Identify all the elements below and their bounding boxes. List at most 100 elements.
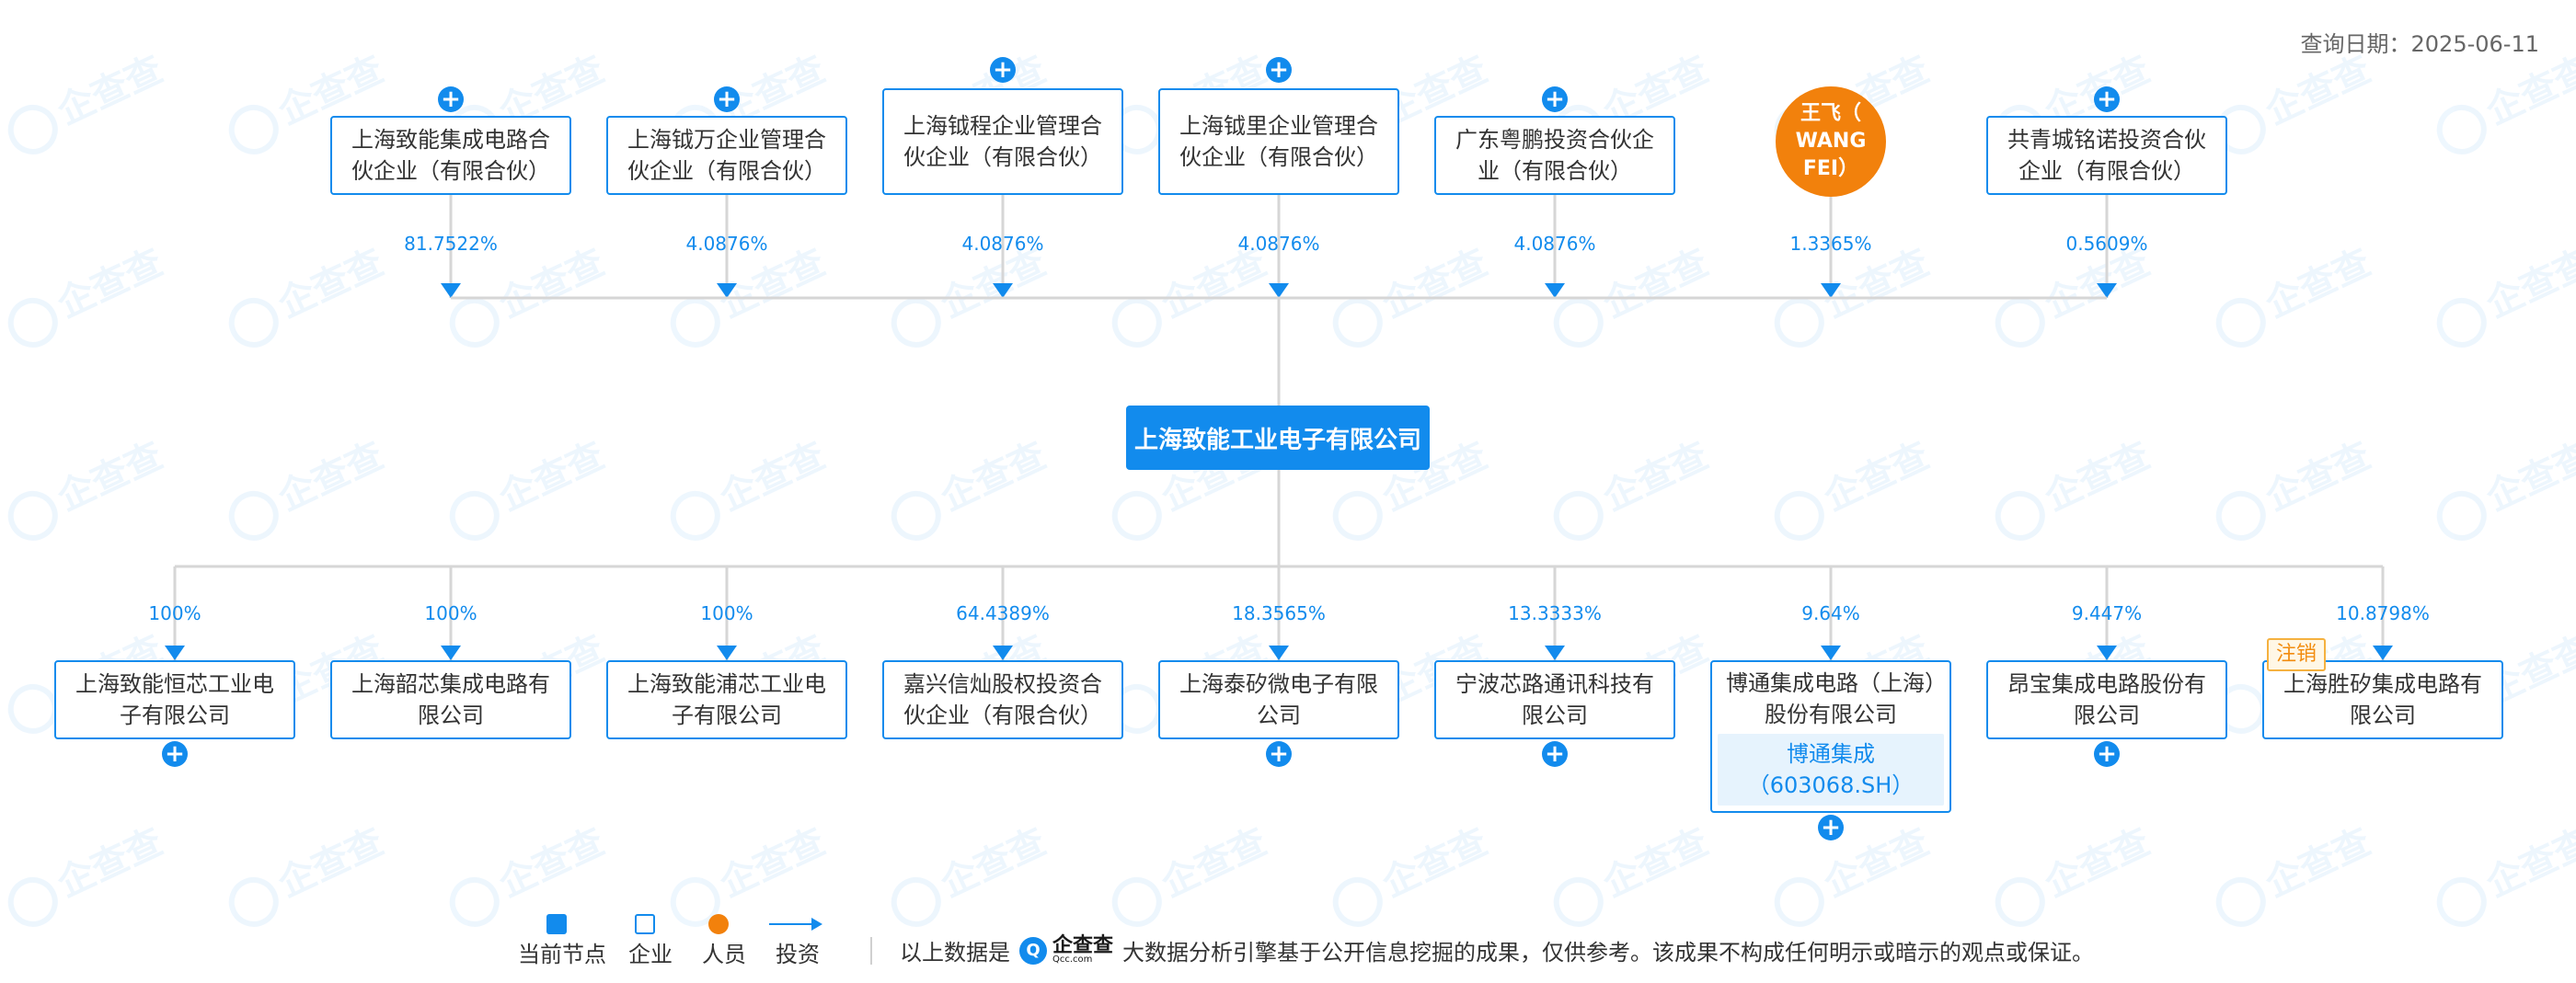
expand-plus-icon[interactable]: +: [2094, 741, 2120, 767]
legend-label: 企业: [628, 942, 673, 967]
investment-node-8[interactable]: 昂宝集成电路股份有限公司: [1986, 660, 2227, 739]
invest-arrow: [993, 646, 1013, 660]
investment-node-1[interactable]: 上海致能恒芯工业电子有限公司: [54, 660, 295, 739]
investment-name: 上海致能浦芯工业电子有限公司: [627, 671, 826, 728]
shareholder-node-7[interactable]: 共青城铭诺投资合伙企业（有限合伙）: [1986, 116, 2227, 195]
invest-arrow: [165, 646, 185, 660]
cancelled-status-tag: 注销: [2267, 638, 2327, 671]
watermark-tile: 企查查: [1553, 820, 1715, 927]
shareholder-name: 上海钺里企业管理合伙企业（有限合伙）: [1179, 113, 1378, 170]
svg-text:企查查: 企查查: [2480, 241, 2576, 326]
watermark-tile: 企查查: [7, 820, 169, 927]
investment-name: 上海致能恒芯工业电子有限公司: [75, 671, 274, 728]
investment-name: 宁波芯路通讯科技有限公司: [1455, 671, 1654, 728]
watermark-tile: 企查查: [2436, 48, 2576, 154]
investment-node-4[interactable]: 嘉兴信灿股权投资合伙企业（有限合伙）: [882, 660, 1123, 739]
expand-plus-icon[interactable]: +: [162, 741, 188, 767]
watermark-tile: 企查查: [1995, 434, 2156, 541]
shareholder-name: 共青城铭诺投资合伙企业（有限合伙）: [2007, 127, 2206, 184]
invest-arrow: [1545, 283, 1565, 298]
svg-text:企查查: 企查查: [52, 434, 169, 519]
investment-node-6[interactable]: 宁波芯路通讯科技有限公司: [1434, 660, 1675, 739]
investment-percent: 100%: [148, 602, 201, 624]
watermark-tile: 企查查: [670, 434, 832, 541]
expand-plus-icon[interactable]: +: [1542, 86, 1568, 112]
investment-node-9[interactable]: 上海胜矽集成电路有限公司: [2262, 660, 2503, 739]
svg-text:企查查: 企查查: [2039, 820, 2156, 905]
expand-plus-icon[interactable]: +: [1542, 741, 1568, 767]
watermark-tile: 企查查: [891, 434, 1052, 541]
investment-node-5[interactable]: 上海泰矽微电子有限公司: [1158, 660, 1399, 739]
shareholding-percent: 1.3365%: [1789, 233, 1872, 255]
investment-name: 昂宝集成电路股份有限公司: [2007, 671, 2206, 728]
qcc-logo-icon: Q: [1019, 936, 1047, 965]
svg-text:企查查: 企查查: [52, 48, 169, 132]
watermark-tile: 企查查: [670, 241, 832, 348]
investment-node-7[interactable]: 博通集成电路（上海）股份有限公司 博通集成 （603068.SH）: [1710, 660, 1951, 813]
current-company-node[interactable]: 上海致能工业电子有限公司: [1126, 406, 1430, 470]
expand-plus-icon[interactable]: +: [990, 57, 1016, 83]
person-name-line: WANG: [1795, 130, 1867, 153]
expand-plus-icon[interactable]: +: [1818, 815, 1844, 840]
company-swatch-icon: [635, 914, 655, 934]
query-date: 查询日期：2025-06-11: [2300, 31, 2539, 57]
svg-text:企查查: 企查查: [2480, 434, 2576, 519]
watermark-tile: 企查查: [7, 241, 169, 348]
investment-percent: 10.8798%: [2336, 602, 2430, 624]
svg-text:企查查: 企查查: [714, 820, 832, 905]
investment-node-2[interactable]: 上海韶芯集成电路有限公司: [330, 660, 571, 739]
watermark-tile: 企查查: [1774, 820, 1936, 927]
shareholder-node-3[interactable]: 上海钺程企业管理合伙企业（有限合伙）: [882, 88, 1123, 195]
investment-percent: 64.4389%: [956, 602, 1050, 624]
watermark-tile: 企查查: [449, 820, 611, 927]
stock-listing-badge[interactable]: 博通集成 （603068.SH）: [1718, 734, 1944, 806]
invest-arrow-icon: [769, 918, 822, 931]
invest-arrow: [1269, 283, 1289, 298]
svg-text:企查查: 企查查: [1818, 434, 1936, 519]
watermark-tile: 企查查: [1774, 434, 1936, 541]
invest-arrow: [1821, 646, 1841, 660]
shareholder-node-4[interactable]: 上海钺里企业管理合伙企业（有限合伙）: [1158, 88, 1399, 195]
svg-text:企查查: 企查查: [272, 434, 390, 519]
shareholder-node-5[interactable]: 广东粤鹏投资合伙企业（有限合伙）: [1434, 116, 1675, 195]
invest-arrow: [1545, 646, 1565, 660]
expand-plus-icon[interactable]: +: [438, 86, 464, 112]
expand-plus-icon[interactable]: +: [1266, 57, 1292, 83]
svg-text:企查查: 企查查: [1376, 820, 1494, 905]
invest-arrow: [2373, 646, 2393, 660]
disclaimer-text: 大数据分析引擎基于公开信息挖掘的成果，仅供参考。该成果不构成任何明示或暗示的观点…: [1122, 940, 2095, 966]
invest-arrow: [441, 283, 461, 298]
watermark-tile: 企查查: [1332, 241, 1494, 348]
shareholder-name: 广东粤鹏投资合伙企业（有限合伙）: [1455, 127, 1654, 184]
shareholder-node-1[interactable]: 上海致能集成电路合伙企业（有限合伙）: [330, 116, 571, 195]
investment-node-3[interactable]: 上海致能浦芯工业电子有限公司: [606, 660, 847, 739]
watermark-tile: 企查查: [2215, 820, 2377, 927]
shareholding-percent: 4.0876%: [685, 233, 768, 255]
investment-percent: 9.64%: [1801, 602, 1860, 624]
expand-plus-icon[interactable]: +: [2094, 86, 2120, 112]
expand-plus-icon[interactable]: +: [1266, 741, 1292, 767]
watermark-tile: 企查查: [1995, 241, 2156, 348]
shareholder-node-2[interactable]: 上海钺万企业管理合伙企业（有限合伙）: [606, 116, 847, 195]
svg-text:企查查: 企查查: [2480, 820, 2576, 905]
investment-name: 博通集成电路（上海）股份有限公司: [1726, 670, 1936, 727]
legend-label: 当前节点: [518, 942, 606, 967]
watermark-tile: 企查查: [1111, 241, 1273, 348]
invest-arrow: [717, 646, 737, 660]
shareholder-name: 上海致能集成电路合伙企业（有限合伙）: [351, 127, 550, 184]
stock-name: 博通集成: [1787, 741, 1875, 767]
investment-name: 上海韶芯集成电路有限公司: [351, 671, 550, 728]
shareholder-person-wang-fei[interactable]: 王飞（ WANG FEI）: [1776, 86, 1886, 197]
invest-arrow: [717, 283, 737, 298]
watermark-tile: 企查查: [2436, 241, 2576, 348]
watermark-tile: 企查查: [7, 434, 169, 541]
investment-percent: 9.447%: [2071, 602, 2143, 624]
invest-arrow: [2097, 646, 2117, 660]
divider: [870, 936, 872, 965]
investment-percent: 100%: [424, 602, 477, 624]
svg-text:企查查: 企查查: [1597, 820, 1715, 905]
watermark-tile: 企查查: [228, 434, 390, 541]
expand-plus-icon[interactable]: +: [714, 86, 740, 112]
current-node-swatch-icon: [546, 914, 567, 934]
svg-text:企查查: 企查查: [935, 820, 1052, 905]
